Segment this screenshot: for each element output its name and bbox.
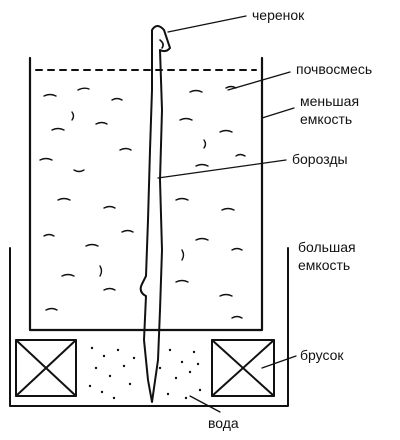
leader-lines xyxy=(157,15,297,413)
block-left xyxy=(15,339,77,397)
label-grooves: борозды xyxy=(292,151,348,167)
smaller-container xyxy=(28,56,264,332)
block-right xyxy=(211,339,275,397)
label-soil-mix: почвосмесь xyxy=(296,61,372,77)
label-block: брусок xyxy=(300,347,344,363)
cutting xyxy=(139,25,171,403)
larger-container xyxy=(9,247,289,407)
label-smaller-container-1: меньшая xyxy=(300,93,359,109)
water-dots xyxy=(88,346,202,400)
label-smaller-container-2: емкость xyxy=(300,111,352,127)
label-larger-container-2: емкость xyxy=(298,257,350,273)
soil-texture xyxy=(39,85,246,319)
cutting-node xyxy=(159,39,164,49)
label-cutting: черенок xyxy=(252,7,305,23)
label-larger-container-1: большая xyxy=(298,239,356,255)
label-water: вода xyxy=(208,415,239,431)
